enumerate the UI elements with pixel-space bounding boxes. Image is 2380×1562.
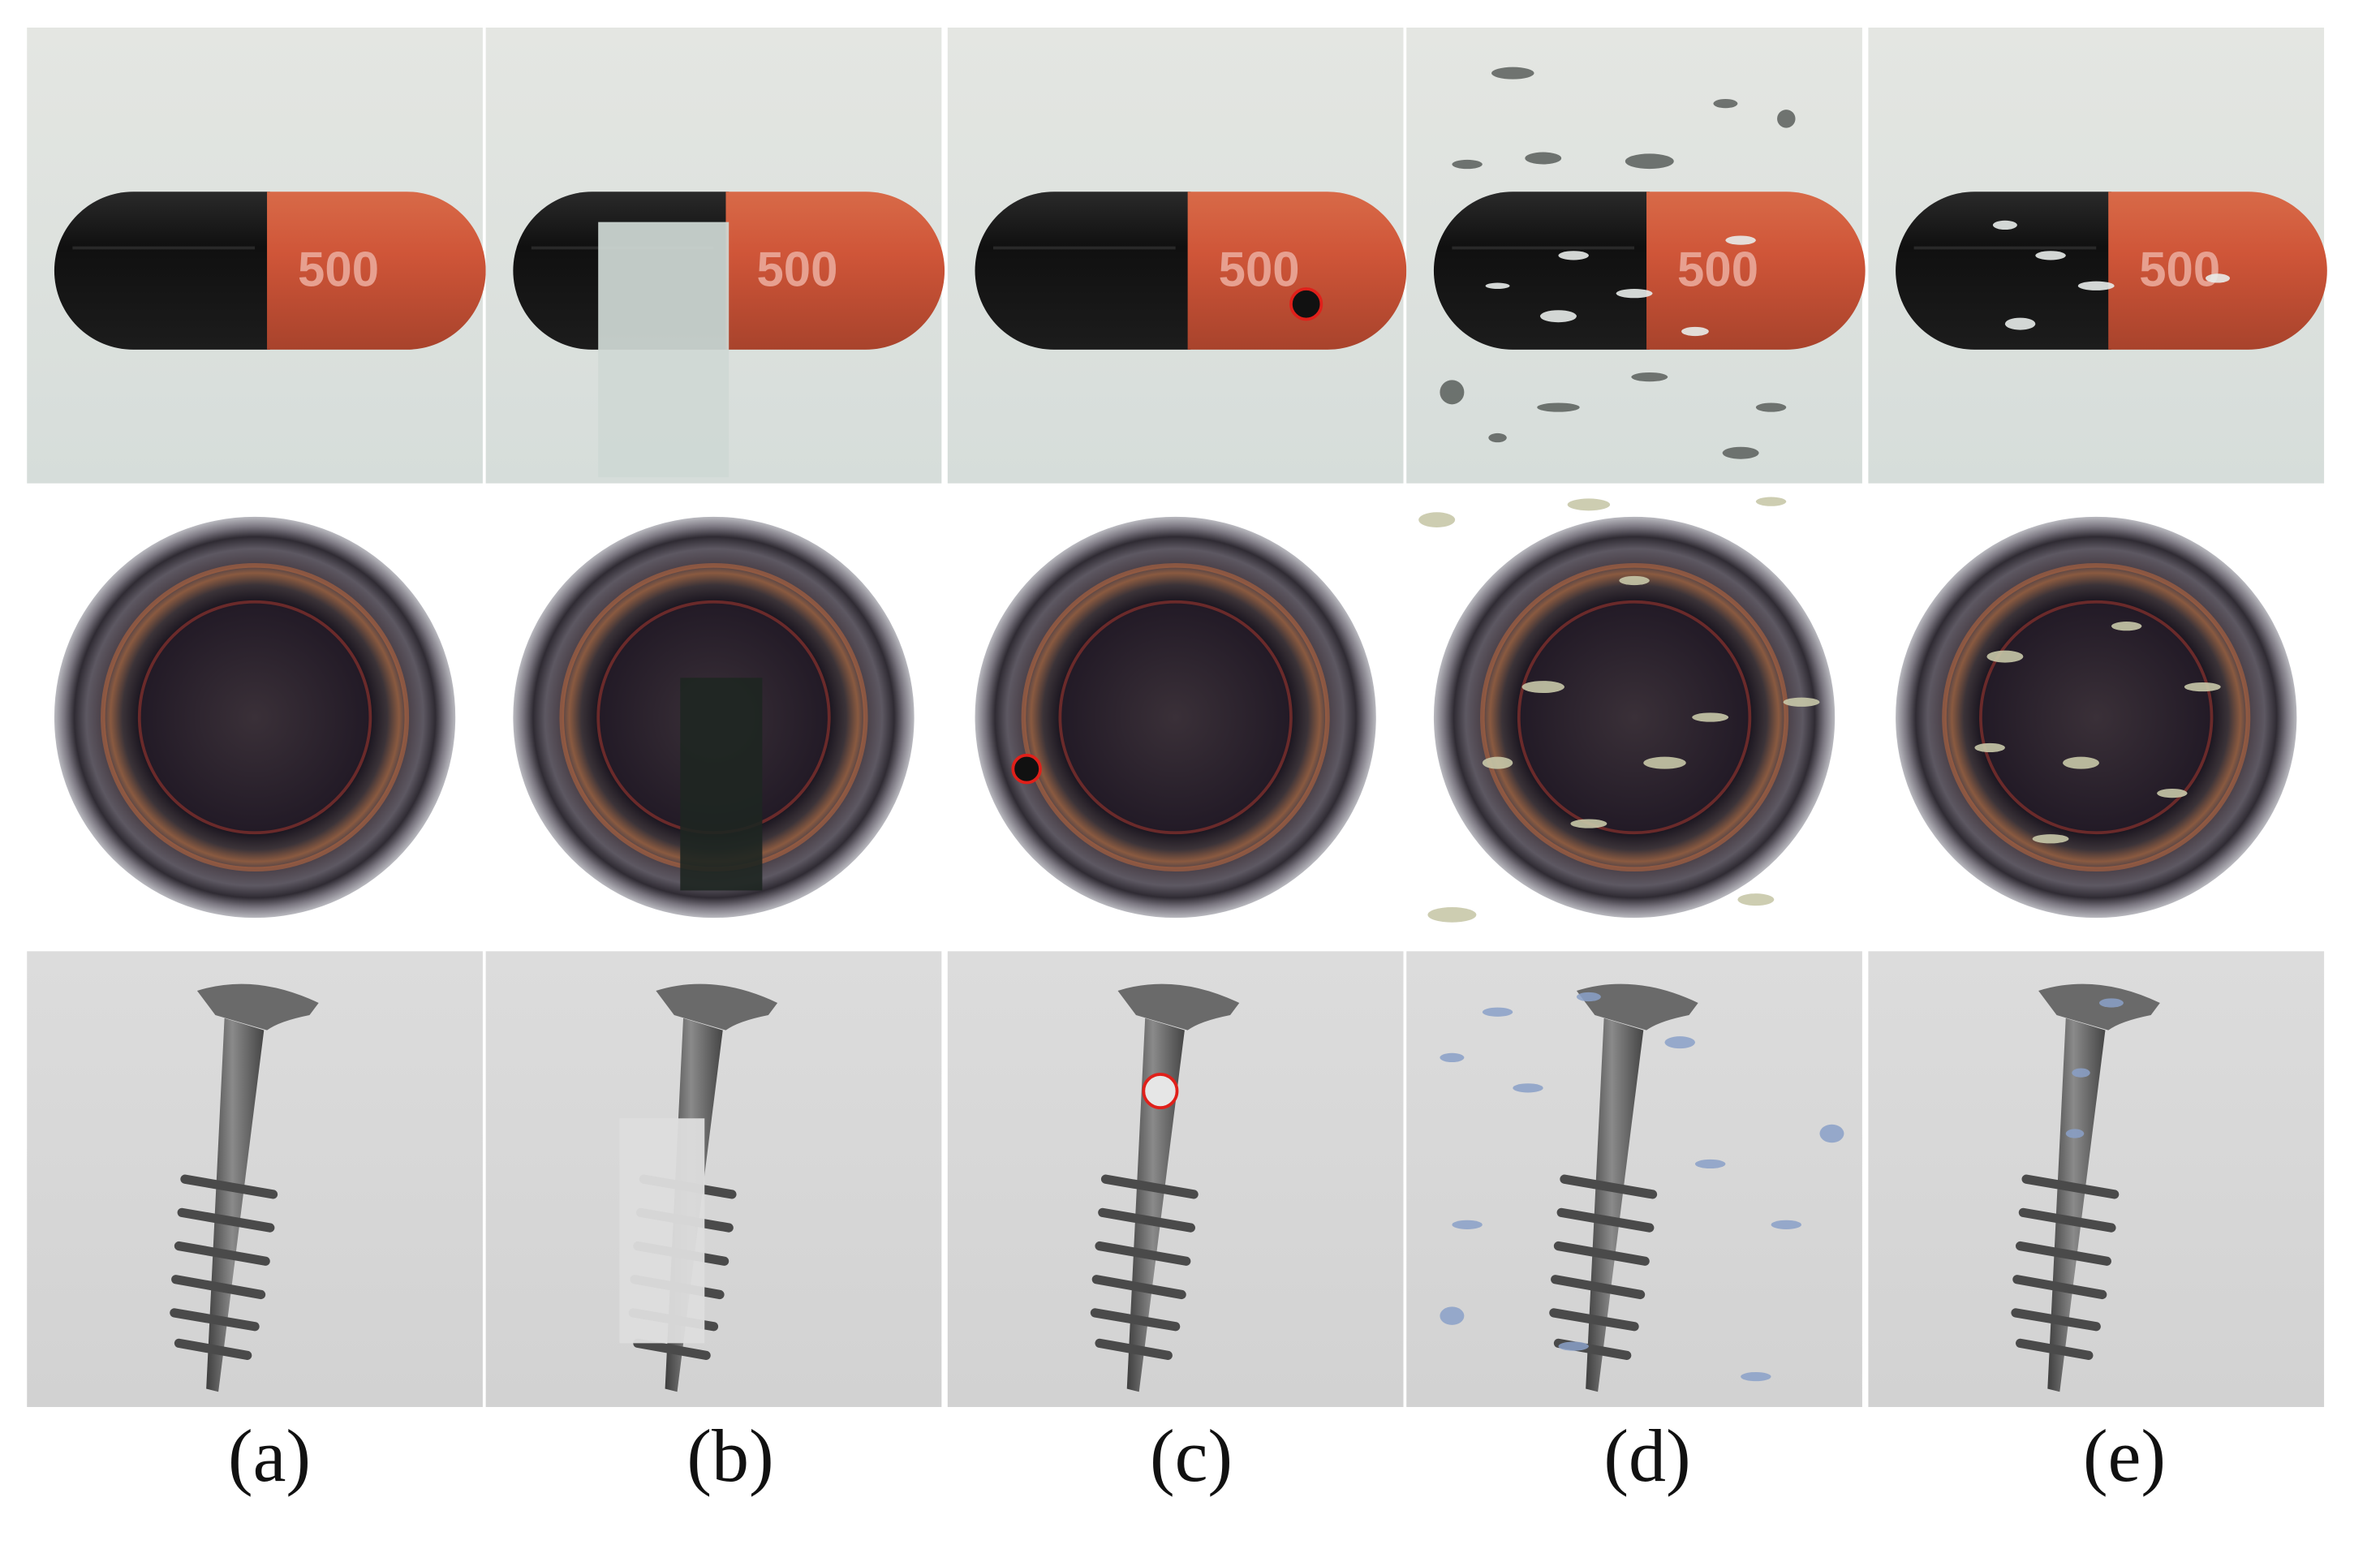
pill-label: 500: [1677, 242, 1758, 296]
cutout-patch: [680, 678, 763, 891]
bottle-image-e: [1868, 489, 2324, 945]
pill-image-b: 500: [484, 28, 946, 485]
defect-marker: [1142, 1073, 1179, 1110]
caption-b: (b): [686, 1414, 774, 1497]
pill-image-d: 500: [1405, 28, 1867, 485]
pill-image-a: 500: [27, 28, 488, 485]
pill-label: 500: [298, 242, 379, 296]
noise-blobs: [1440, 67, 1796, 459]
bottle-image-a: [27, 489, 483, 945]
pill-image-c: 500: [945, 28, 1409, 485]
defect-marker: [1011, 753, 1042, 785]
noise-blobs: [1418, 497, 1820, 923]
pill-label: 500: [1219, 242, 1300, 296]
pill-label: 500: [756, 242, 837, 296]
screw-image-a: [27, 951, 483, 1407]
screw-image-d: [1406, 951, 1862, 1407]
bottle-image-b: [486, 489, 942, 945]
noise-blobs: [1440, 992, 1844, 1382]
bottle-image-d: [1406, 489, 1862, 945]
screw-image-e: [1868, 951, 2324, 1407]
pill-image-e: 500: [1866, 28, 2329, 485]
caption-c: (c): [1149, 1414, 1233, 1497]
defect-marker: [1289, 287, 1323, 321]
caption-a: (a): [227, 1414, 312, 1497]
cutout-patch: [598, 222, 729, 478]
cutout-patch: [619, 1118, 705, 1344]
pill-label: 500: [2139, 242, 2220, 296]
caption-d: (d): [1603, 1414, 1691, 1497]
screw-image-c: [948, 951, 1404, 1407]
screw-image-b: [486, 951, 942, 1407]
caption-e: (e): [2082, 1414, 2167, 1497]
image-grid: 500 500 500 500: [27, 28, 2352, 1407]
bottle-image-c: [948, 489, 1404, 945]
